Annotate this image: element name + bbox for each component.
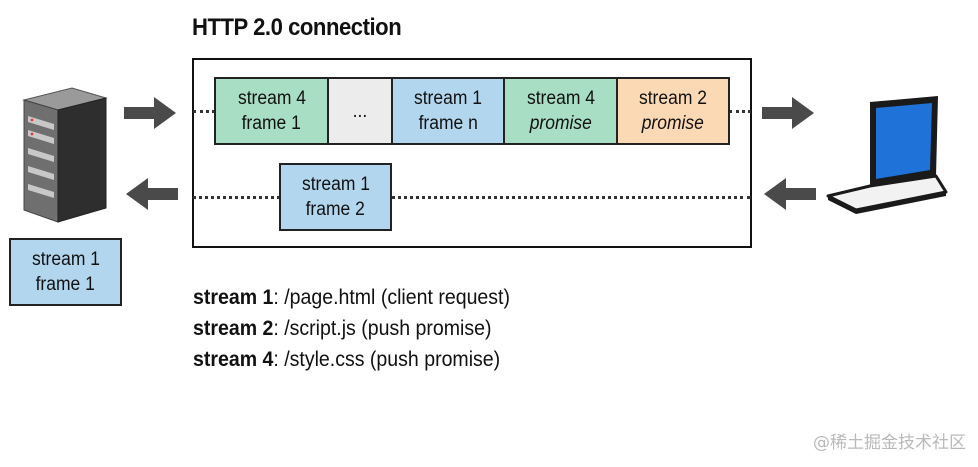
- frame-line: stream 1: [31, 249, 100, 270]
- legend-text: : /page.html (client request): [273, 286, 510, 309]
- outbound-arrow-left: [124, 97, 176, 129]
- outbound-arrow-right: [762, 97, 814, 129]
- outbound-line-right: [729, 110, 751, 113]
- frame-line: stream 2: [638, 88, 707, 109]
- frame-line: stream 4: [526, 88, 595, 109]
- legend-text: : /style.css (push promise): [273, 348, 501, 371]
- frame-stream2-promise: stream 2 promise: [616, 77, 730, 145]
- frame-line: stream 1: [413, 88, 482, 109]
- legend-stream-2: stream 2: /script.js (push promise): [193, 317, 491, 341]
- server-icon: [22, 87, 108, 223]
- laptop-icon: [826, 96, 948, 214]
- frame-line: stream 1: [301, 174, 370, 195]
- inbound-line-right: [391, 196, 751, 199]
- frame-line: promise: [641, 113, 705, 134]
- outbound-line-left: [193, 110, 215, 113]
- frame-stream1-framen: stream 1 frame n: [391, 77, 505, 145]
- received-frame-stream1-frame1: stream 1 frame 1: [9, 238, 122, 306]
- frame-line: ...: [352, 100, 368, 122]
- frame-line: frame 1: [241, 113, 302, 134]
- diagram-title: HTTP 2.0 connection: [192, 14, 402, 41]
- legend-stream-4: stream 4: /style.css (push promise): [193, 348, 500, 372]
- legend-label: stream 1: [193, 286, 274, 309]
- frame-stream4-promise: stream 4 promise: [503, 77, 618, 145]
- watermark: @稀土掘金技术社区: [813, 433, 966, 453]
- frame-line: frame n: [418, 113, 478, 134]
- frame-stream4-frame1: stream 4 frame 1: [214, 77, 329, 145]
- legend-stream-1: stream 1: /page.html (client request): [193, 286, 510, 310]
- frame-line: stream 4: [237, 88, 306, 109]
- inbound-arrow-left: [126, 178, 178, 210]
- legend-text: : /script.js (push promise): [273, 317, 492, 340]
- frame-stream1-frame2: stream 1 frame 2: [279, 163, 392, 231]
- frame-line: promise: [529, 113, 592, 134]
- inbound-arrow-right: [764, 178, 816, 210]
- inbound-line-left: [193, 196, 280, 199]
- frame-line: frame 1: [35, 274, 96, 295]
- legend-label: stream 2: [193, 317, 274, 340]
- frame-line: frame 2: [305, 199, 366, 220]
- legend-label: stream 4: [193, 348, 274, 371]
- frame-ellipsis: ...: [327, 77, 393, 145]
